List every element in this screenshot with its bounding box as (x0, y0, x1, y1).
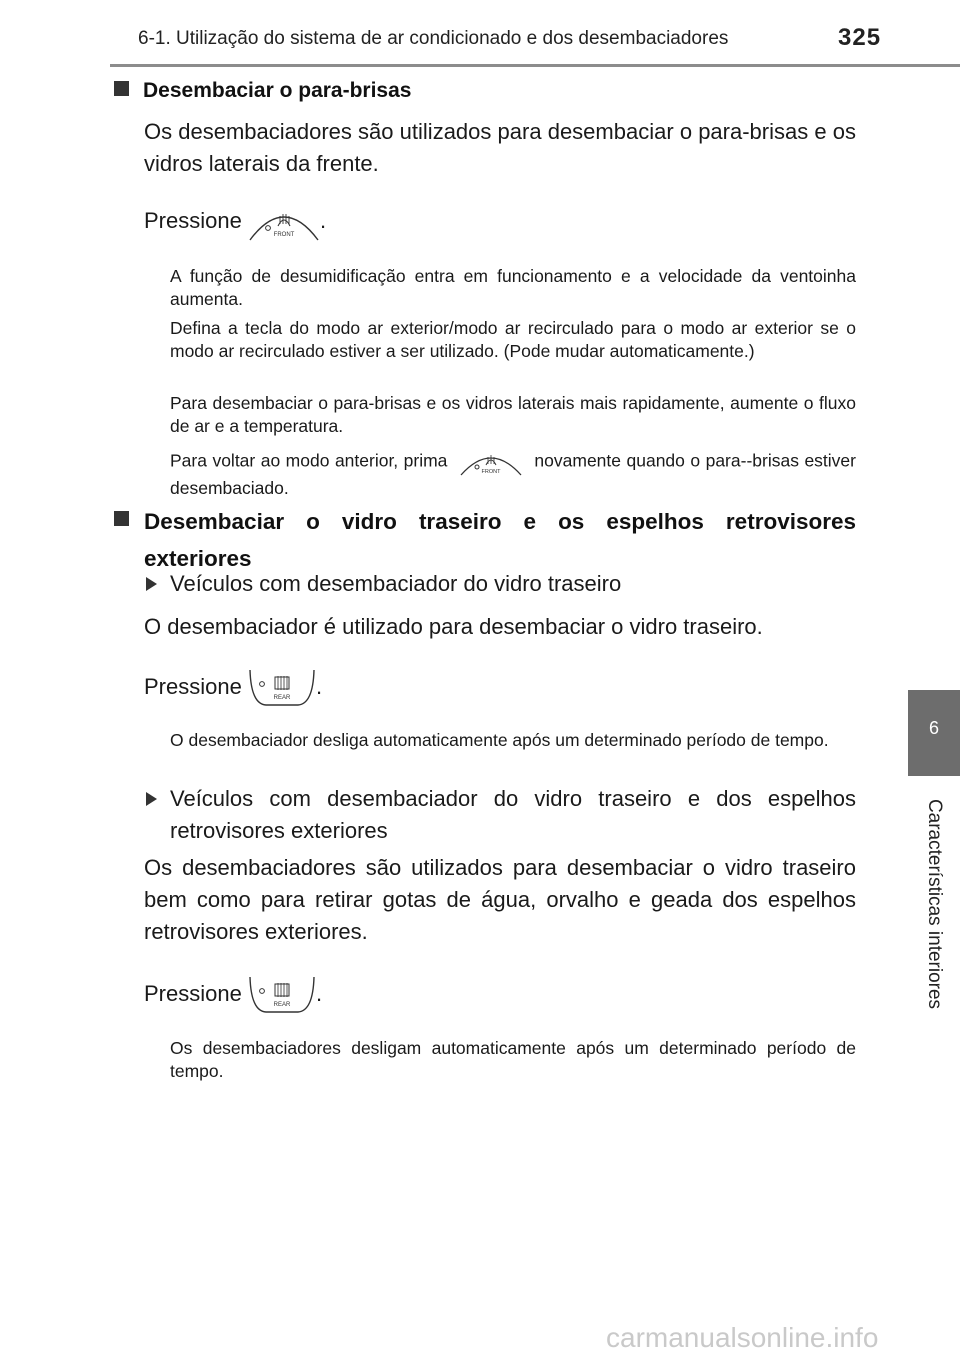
chapter-tab: 6 (908, 690, 960, 776)
note-auto-off: O desembaciador desliga automaticamente … (170, 730, 829, 750)
rear-icon-label: REAR (274, 695, 291, 701)
paragraph: Os desembaciadores são utilizados para d… (144, 119, 856, 176)
note-outside-air: Defina a tecla do modo ar exterior/modo … (170, 318, 856, 361)
paragraph: O desembaciador é utilizado para desemba… (144, 614, 763, 639)
rear-defroster-button-icon: REAR (248, 668, 316, 708)
chapter-number: 6 (928, 718, 939, 738)
note-faster-defog: Para desembaciar o para-brisas e os vidr… (170, 393, 856, 436)
heading-text: Desembaciar o para-brisas (143, 79, 412, 102)
rear-defroster-button-icon: REAR (248, 975, 316, 1015)
section-title: 6-1. Utilização do sistema de ar condici… (138, 28, 729, 49)
watermark: carmanualsonline.info (606, 1322, 879, 1353)
bullet-text: Veículos com desembaciador do vidro tras… (170, 571, 622, 596)
chapter-label-box: Características interiores (906, 784, 960, 1024)
bullet-rear-window-and-mirrors: Veículos com desembaciador do vidro tras… (146, 783, 856, 847)
section-heading-windshield: Desembaciar o para-brisas (114, 79, 411, 103)
header-divider (110, 64, 960, 67)
section-heading-rear-window: Desembaciar o vidro traseiro e os espelh… (114, 503, 860, 577)
heading-text: Desembaciar o vidro traseiro e os espelh… (144, 509, 856, 571)
press-instruction: Pressione FRONT . (144, 202, 326, 242)
note-auto-off: Os desembaciadores desligam automaticame… (170, 1038, 856, 1081)
front-icon-label: FRONT (481, 469, 501, 475)
square-bullet-icon (114, 511, 129, 526)
bullet-rear-window-only: Veículos com desembaciador do vidro tras… (146, 568, 856, 600)
rear-icon-label: REAR (274, 1002, 291, 1008)
triangle-bullet-icon (146, 577, 157, 591)
press-label: Pressione (144, 207, 242, 233)
chapter-label: Características interiores (924, 798, 945, 1010)
paragraph: Os desembaciadores são utilizados para d… (144, 855, 856, 944)
note-return-before: Para voltar ao modo anterior, prima (170, 450, 448, 471)
note-dehumidify: A função de desumidificação entra em fun… (170, 266, 856, 309)
page-number: 325 (838, 24, 882, 51)
front-defroster-button-icon: FRONT (459, 447, 523, 477)
press-label: Pressione (144, 673, 242, 699)
bullet-text: Veículos com desembaciador do vidro tras… (170, 786, 856, 843)
press-label: Pressione (144, 980, 242, 1006)
front-defroster-button-icon: FRONT (248, 202, 320, 242)
triangle-bullet-icon (146, 792, 157, 806)
press-instruction: Pressione REAR . (144, 668, 322, 708)
note-return-mode: Para voltar ao modo anterior, prima FRON… (170, 447, 856, 500)
press-instruction: Pressione REAR . (144, 975, 322, 1015)
front-icon-label: FRONT (274, 232, 295, 238)
square-bullet-icon (114, 81, 129, 96)
note-return-after: novamente quando o para--brisas estiver … (170, 450, 856, 498)
